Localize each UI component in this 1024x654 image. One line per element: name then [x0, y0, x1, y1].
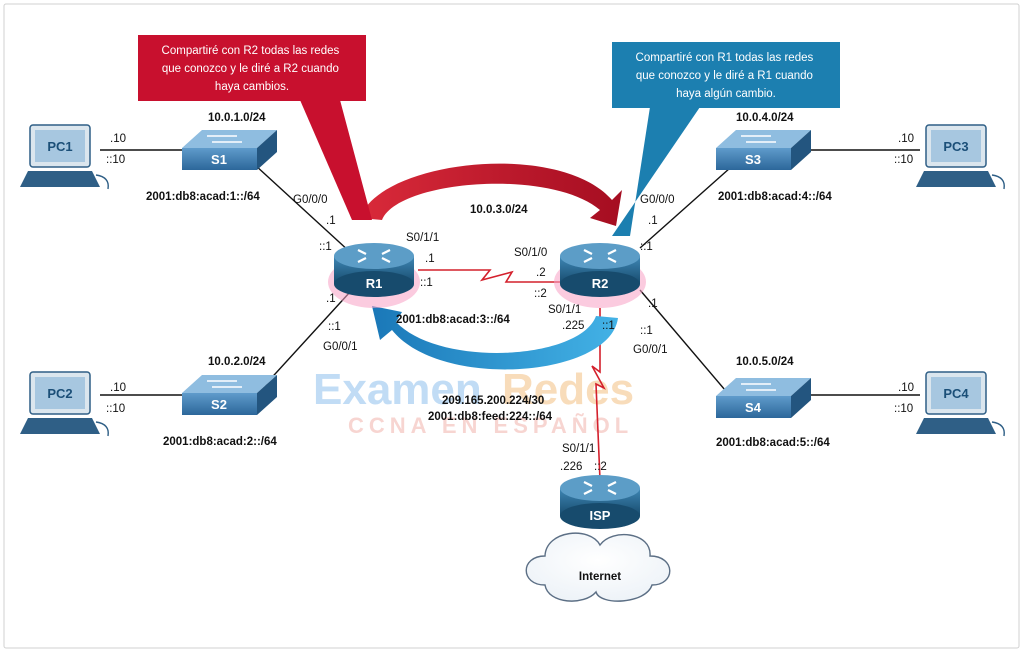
cable-r2-s4: [639, 289, 726, 391]
pc3-v4-addr: .10: [898, 133, 914, 145]
s4-label: S4: [745, 400, 762, 415]
pc3-v6-addr: ::10: [894, 154, 913, 166]
r2-s011-v4: .225: [562, 320, 584, 332]
router-r2[interactable]: R2: [554, 243, 646, 308]
callout-r1: Compartiré con R2 todas las redes que co…: [138, 35, 372, 220]
r1-g000-v6: ::1: [319, 241, 332, 253]
watermark-line1-a: Examen: [313, 365, 482, 414]
pc2-v6-addr: ::10: [106, 403, 125, 415]
r2-g000-label: G0/0/0: [640, 194, 675, 206]
internet-label: Internet: [579, 571, 621, 583]
internet-cloud: Internet: [525, 532, 671, 602]
wan-v6-label: 2001:db8:acad:3::/64: [396, 314, 510, 326]
lan2-v6-label: 2001:db8:acad:2::/64: [163, 436, 277, 448]
isp-label: ISP: [590, 508, 611, 523]
update-arrow-r2-to-r1: [372, 306, 618, 370]
r2-s010-v6: ::2: [534, 288, 547, 300]
watermark-line2: CCNA EN ESPAÑOL: [348, 413, 633, 438]
r1-g001-label: G0/0/1: [323, 341, 358, 353]
r2-label: R2: [592, 276, 609, 291]
router-isp[interactable]: ISP: [560, 475, 640, 529]
router-r1[interactable]: R1: [328, 243, 420, 308]
r1-s011-v4: .1: [425, 253, 435, 265]
pc2-label: PC2: [47, 386, 72, 401]
switch-s1[interactable]: S1: [182, 130, 277, 170]
s1-label: S1: [211, 152, 227, 167]
switch-s3[interactable]: S3: [716, 130, 811, 170]
lan5-v6-label: 2001:db8:acad:5::/64: [716, 437, 830, 449]
pc3[interactable]: PC3: [916, 124, 1005, 190]
isp-s011-label: S0/1/1: [562, 443, 595, 455]
cable-r2-s3: [639, 167, 731, 249]
s2-label: S2: [211, 397, 227, 412]
pc2[interactable]: PC2: [20, 371, 109, 437]
pc1[interactable]: PC1: [20, 124, 109, 190]
pc4-v6-addr: ::10: [894, 403, 913, 415]
switch-s4[interactable]: S4: [716, 378, 811, 418]
watermark: Examen Redes CCNA EN ESPAÑOL: [313, 365, 634, 438]
callout-r1-text: Compartiré con R2 todas las redes que co…: [162, 45, 343, 93]
pc2-v4-addr: .10: [110, 382, 126, 394]
r2-g000-v4: .1: [648, 215, 658, 227]
callout-r2: Compartiré con R1 todas las redes que co…: [612, 42, 840, 236]
cable-s1-r1: [254, 164, 351, 253]
switch-s2[interactable]: S2: [182, 375, 277, 415]
r2-g001-v6: ::1: [640, 325, 653, 337]
callout-r2-text: Compartiré con R1 todas las redes que co…: [636, 52, 817, 100]
isp-v6-addr: ::2: [594, 461, 607, 473]
isp-v6-label: 2001:db8:feed:224::/64: [428, 411, 553, 423]
r1-label: R1: [366, 276, 383, 291]
serial-link-r2-isp: [591, 308, 606, 481]
lan4-v4-label: 10.0.4.0/24: [736, 112, 794, 124]
isp-v4-label: 209.165.200.224/30: [442, 395, 544, 407]
watermark-line1-b: Redes: [502, 365, 634, 414]
r1-g001-v6: ::1: [328, 321, 341, 333]
r2-s011-v6: ::1: [602, 320, 615, 332]
r1-g000-label: G0/0/0: [293, 194, 328, 206]
r2-s010-label: S0/1/0: [514, 247, 547, 259]
pc4[interactable]: PC4: [916, 371, 1005, 437]
lan5-v4-label: 10.0.5.0/24: [736, 356, 794, 368]
lan1-v4-label: 10.0.1.0/24: [208, 112, 266, 124]
pc4-v4-addr: .10: [898, 382, 914, 394]
r2-s011-label: S0/1/1: [548, 304, 581, 316]
pc3-label: PC3: [943, 139, 968, 154]
r1-g001-v4: .1: [326, 293, 336, 305]
r2-s010-v4: .2: [536, 267, 546, 279]
lan1-v6-label: 2001:db8:acad:1::/64: [146, 191, 260, 203]
r1-s011-v6: ::1: [420, 277, 433, 289]
lan4-v6-label: 2001:db8:acad:4::/64: [718, 191, 832, 203]
r2-g000-v6: ::1: [640, 241, 653, 253]
cables: [100, 149, 920, 396]
r1-g000-v4: .1: [326, 215, 336, 227]
pc4-label: PC4: [943, 386, 969, 401]
serial-link-r1-r2: [418, 269, 562, 283]
cable-s2-r1: [264, 291, 351, 386]
r1-s011-label: S0/1/1: [406, 232, 439, 244]
r2-g001-v4: .1: [648, 298, 658, 310]
isp-v4-addr: .226: [560, 461, 582, 473]
wan-v4-label: 10.0.3.0/24: [470, 204, 528, 216]
s3-label: S3: [745, 152, 761, 167]
r2-g001-label: G0/0/1: [633, 344, 668, 356]
pc1-label: PC1: [47, 139, 72, 154]
pc1-v6-addr: ::10: [106, 154, 125, 166]
lan2-v4-label: 10.0.2.0/24: [208, 356, 266, 368]
pc1-v4-addr: .10: [110, 133, 126, 145]
update-arrow-r1-to-r2: [360, 163, 622, 226]
